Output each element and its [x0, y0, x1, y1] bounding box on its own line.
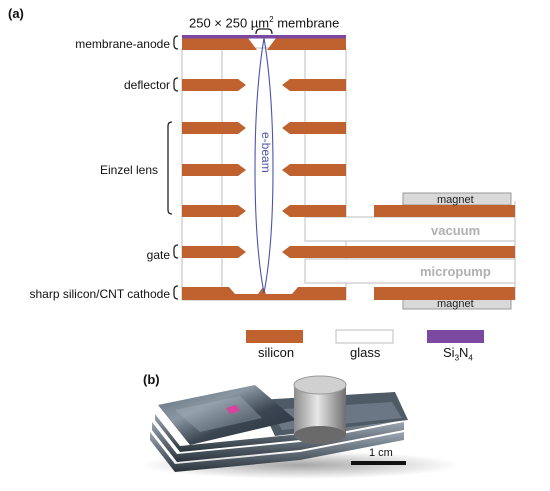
legend-si3n4-swatch — [427, 330, 484, 343]
bracket-membrane-anode — [173, 35, 179, 50]
panel-b-label: (b) — [143, 372, 160, 387]
deflector-label: deflector — [123, 78, 170, 92]
ebeam-envelope — [254, 37, 274, 294]
cathode-extension — [374, 287, 515, 300]
glass-channel-upper — [304, 216, 516, 242]
legend-glass-label: glass — [350, 345, 381, 360]
micropump-label: micropump — [420, 264, 491, 279]
magnet-top-label: magnet — [437, 194, 474, 206]
gate-label: gate — [146, 248, 170, 262]
bracket-gate — [173, 244, 179, 259]
einzel-3-left — [182, 205, 246, 217]
anode-left — [182, 38, 257, 50]
einzel-1-right — [282, 122, 346, 134]
si3n4-membrane — [182, 35, 346, 39]
photo-shadow — [140, 451, 460, 479]
anode-right — [267, 38, 346, 50]
chip-stack-edge-1 — [150, 432, 404, 472]
bracket-einzel-lens — [167, 121, 173, 215]
membrane-size-label: 250 × 250 µm2 membrane — [189, 15, 340, 31]
panel-a-label: (a) — [8, 6, 24, 21]
chip-stack-edge-2 — [152, 422, 404, 462]
scale-bar — [351, 461, 406, 465]
chip-top — [158, 385, 296, 445]
legend-glass-swatch — [335, 329, 394, 344]
legend-si3n4-label: Si3N4 — [443, 345, 473, 363]
einzel-1-left — [182, 122, 246, 134]
legend-silicon-swatch — [246, 330, 303, 343]
legend-silicon-label: silicon — [258, 345, 295, 360]
deflector-right — [282, 79, 346, 91]
vacuum-label: vacuum — [431, 223, 480, 238]
bracket-deflector — [173, 77, 179, 92]
membrane-anode-label: membrane-anode — [75, 37, 170, 51]
cathode-label: sharp silicon/CNT cathode — [29, 287, 170, 301]
scale-bar-label: 1 cm — [369, 447, 393, 459]
deflector-left — [182, 79, 246, 91]
einzel-2-right — [282, 164, 346, 176]
gate-left — [182, 246, 246, 258]
chip-stack-edge-3 — [155, 414, 404, 452]
einzel-lens-label: Einzel lens — [99, 163, 158, 177]
bracket-membrane-width — [255, 28, 273, 35]
gate-right — [282, 246, 515, 258]
membrane-window — [226, 405, 240, 414]
bracket-cathode — [173, 285, 179, 300]
einzel-3-right — [282, 205, 346, 217]
ebeam-label: e-beam — [259, 132, 273, 173]
glass-channel-lower — [304, 258, 516, 284]
cathode-layer — [182, 287, 346, 300]
einzel-2-left — [182, 164, 246, 176]
einzel-3-extension — [374, 205, 515, 217]
magnet-cylinder-top — [293, 375, 347, 395]
magnet-bottom-label: magnet — [437, 298, 474, 310]
